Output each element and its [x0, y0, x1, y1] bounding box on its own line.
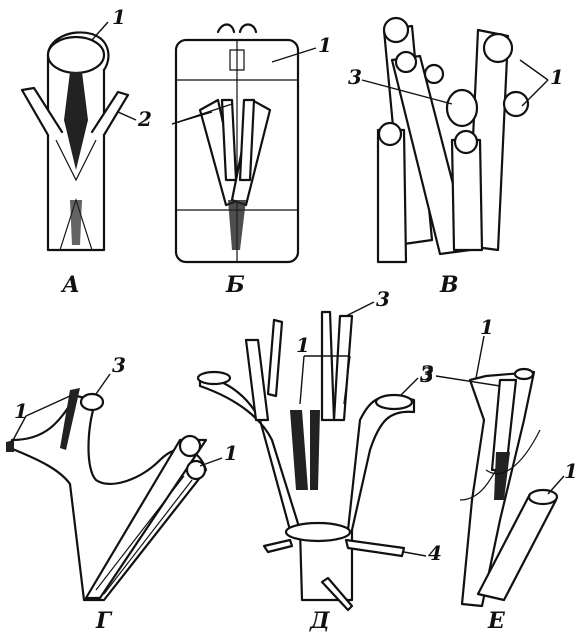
- panel-a-drawing: [22, 32, 128, 250]
- panel-e-label-3: 3: [420, 361, 434, 385]
- panel-b-caption: Б: [225, 272, 245, 298]
- panel-v-caption: В: [439, 272, 459, 298]
- panel-b-label-1: 1: [318, 33, 332, 57]
- panel-v-label-3: 3: [348, 65, 362, 89]
- panel-d-label-4: 4: [428, 541, 442, 565]
- panel-v-drawing: [378, 18, 528, 262]
- panel-a-label-1: 1: [112, 5, 126, 29]
- panel-d-label-3a: 3: [376, 287, 390, 311]
- panel-g-label-1b: 1: [224, 441, 238, 465]
- panel-g-label-1a: 1: [14, 399, 28, 423]
- panel-a-caption: А: [60, 272, 80, 298]
- panel-a-label-2: 2: [137, 107, 152, 131]
- panel-e-drawing: [460, 369, 557, 606]
- panel-g-drawing: [6, 388, 206, 600]
- panel-e-label-1a: 1: [480, 315, 494, 339]
- panel-g-caption: Г: [95, 608, 113, 634]
- panel-g-label-3: 3: [112, 353, 126, 377]
- panel-e-label-1b: 1: [564, 459, 578, 483]
- panel-d-label-1: 1: [296, 333, 310, 357]
- panel-v-label-1: 1: [550, 65, 564, 89]
- panel-d-caption: Д: [309, 608, 330, 634]
- panel-e-caption: Е: [487, 608, 506, 634]
